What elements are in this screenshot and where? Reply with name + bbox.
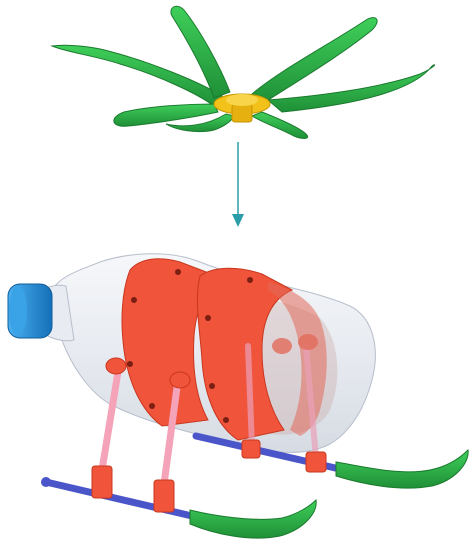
- bottle-body: [8, 254, 375, 453]
- band-hole: [149, 403, 155, 409]
- skid-strut: [248, 346, 252, 446]
- rotor-hub-stem: [232, 104, 252, 122]
- band-hole: [209, 383, 215, 389]
- skid-connector: [154, 480, 174, 512]
- skid-blade: [336, 450, 468, 488]
- skid-blade: [190, 500, 316, 538]
- rotor-blade: [114, 104, 218, 126]
- strut-socket: [298, 334, 318, 350]
- strut-socket: [170, 372, 190, 388]
- band-hole: [205, 315, 211, 321]
- rotor-blade: [252, 112, 308, 139]
- skid-connector: [242, 440, 260, 458]
- skid-connector: [306, 452, 326, 472]
- propeller-icon: [52, 6, 435, 138]
- bottle-icon: [8, 254, 375, 453]
- arrow-down-icon: [232, 214, 244, 227]
- strut-socket: [272, 338, 292, 354]
- assembly-arrow: [232, 142, 244, 227]
- skid-connector: [92, 466, 112, 498]
- strut-socket: [106, 358, 126, 374]
- band-hole: [127, 361, 133, 367]
- band-hole: [223, 417, 229, 423]
- rotor-blades: [52, 6, 435, 138]
- band-hole: [175, 269, 181, 275]
- band-hole: [131, 297, 137, 303]
- band-hole: [247, 277, 253, 283]
